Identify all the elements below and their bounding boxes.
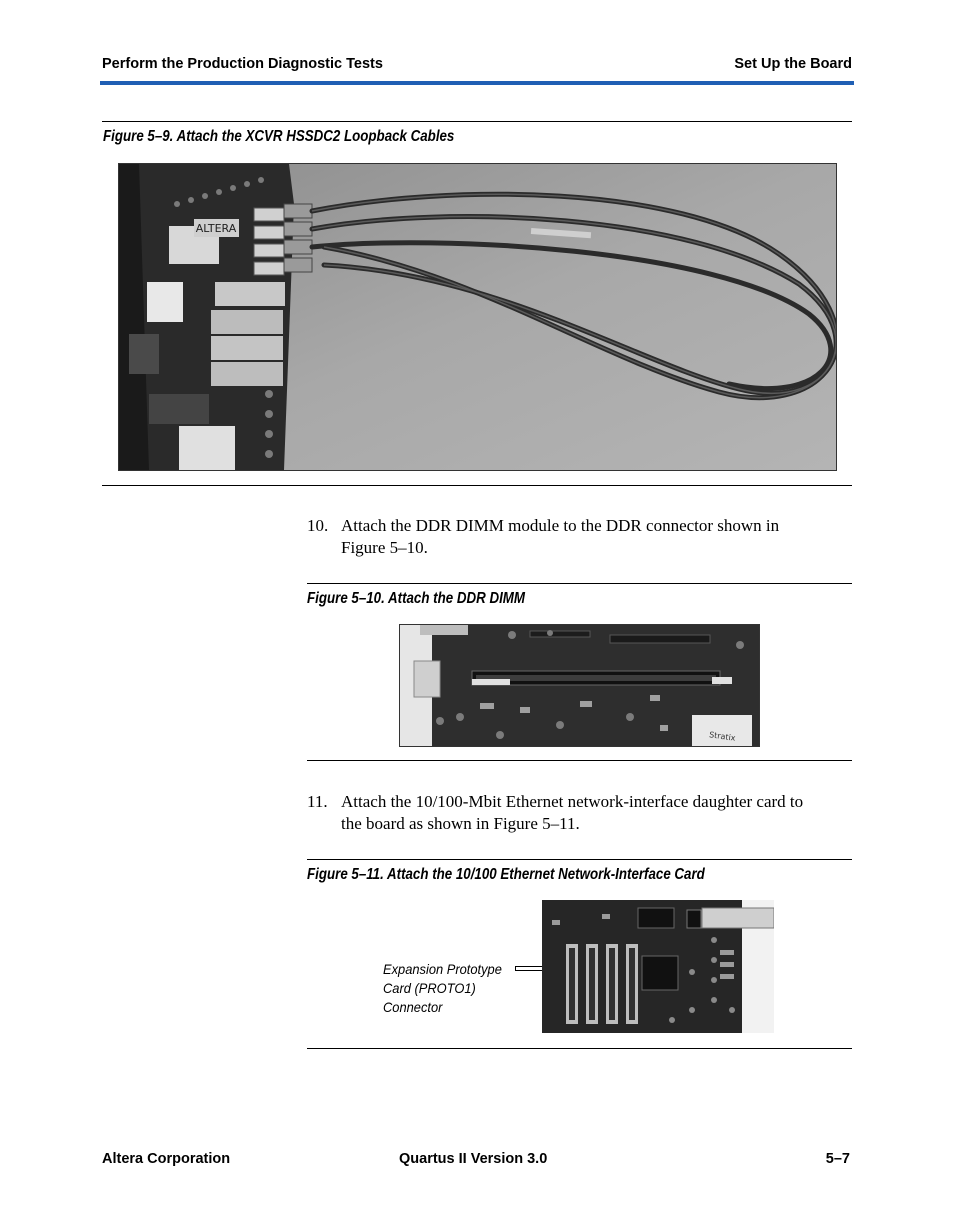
- footer-version: Quartus II Version 3.0: [399, 1151, 548, 1167]
- figure-bottom-rule: [307, 1048, 852, 1049]
- figure-5-11-caption: Figure 5–11. Attach the 10/100 Ethernet …: [307, 866, 705, 883]
- header-section-title: Perform the Production Diagnostic Tests: [102, 56, 383, 72]
- figure-top-rule: [102, 121, 852, 122]
- step-11-text-line1: Attach the 10/100-Mbit Ethernet network-…: [341, 792, 804, 811]
- step-10-number: 10.: [307, 516, 329, 535]
- stratix-logo-text: Stratix: [709, 730, 737, 743]
- footer-company: Altera Corporation: [102, 1151, 231, 1167]
- step-11-number: 11.: [307, 792, 328, 811]
- header-accent-rule: [100, 81, 854, 85]
- figure-5-10-caption: Figure 5–10. Attach the DDR DIMM: [307, 590, 526, 607]
- footer-page-number: 5–7: [825, 1151, 850, 1167]
- board-logo-text: ALTERA: [196, 222, 237, 235]
- loopback-cables-image: ALTERA: [119, 164, 836, 470]
- figure-top-rule: [307, 583, 852, 584]
- figure-bottom-rule: [307, 760, 852, 761]
- ddr-dimm-image: Stratix: [400, 625, 759, 746]
- callout-line: Expansion Prototype: [383, 961, 502, 977]
- callout-line: Connector: [383, 999, 443, 1015]
- step-10-text-line2: Figure 5–10.: [341, 538, 428, 557]
- loopback-cables-photo: ALTERA: [118, 163, 837, 471]
- figure-bottom-rule: [102, 485, 852, 486]
- figure-5-9-caption: Figure 5–9. Attach the XCVR HSSDC2 Loopb…: [103, 128, 455, 145]
- step-11-text-line2: the board as shown in Figure 5–11.: [341, 814, 580, 833]
- figure-top-rule: [307, 859, 852, 860]
- ethernet-card-image: [542, 900, 774, 1033]
- callout-line: Card (PROTO1): [383, 980, 476, 996]
- ddr-dimm-photo: Stratix: [399, 624, 760, 747]
- proto1-connector-callout: Expansion Prototype Card (PROTO1) Connec…: [383, 960, 502, 1017]
- step-10-text-line1: Attach the DDR DIMM module to the DDR co…: [341, 516, 780, 535]
- ethernet-card-photo: [542, 900, 774, 1033]
- header-subsection-title: Set Up the Board: [734, 56, 852, 72]
